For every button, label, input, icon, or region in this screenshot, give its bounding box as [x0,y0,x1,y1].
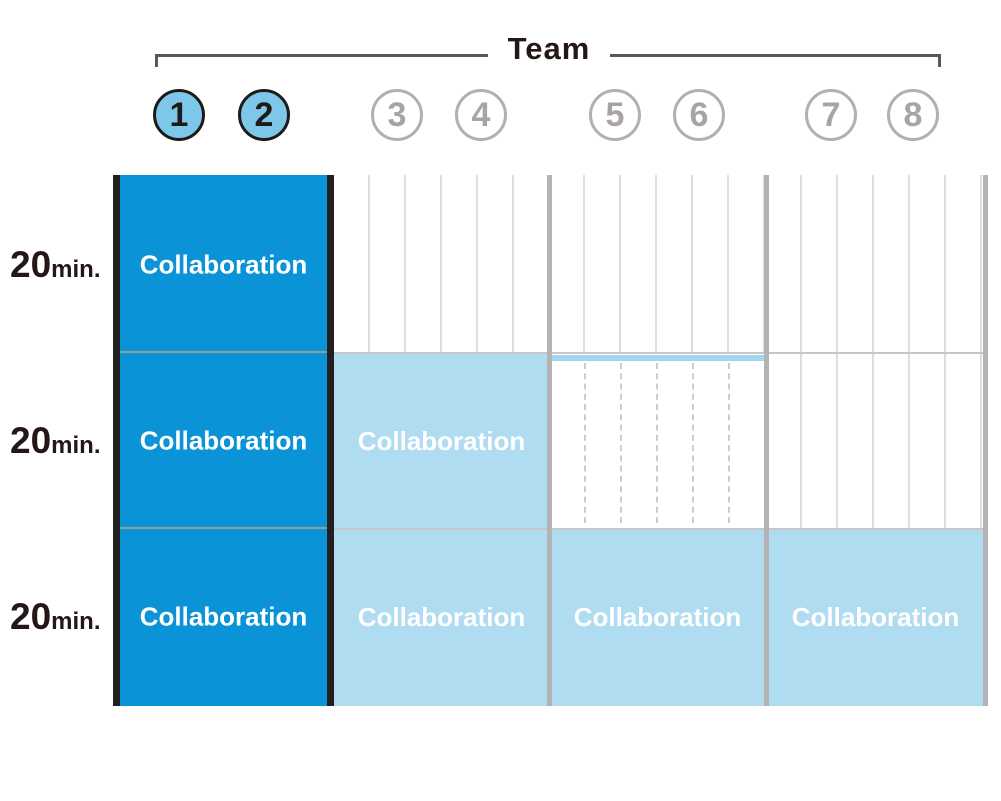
member-number: 5 [605,95,625,134]
time-value: 20 [10,596,52,637]
collaboration-column-members-1-2: Collaboration Collaboration Collaboratio… [113,175,334,706]
bracket-tick-right [938,54,941,67]
dashed-gridline [692,363,694,523]
group-separator-4-5 [547,175,552,706]
member-circle-8: 8 [887,89,939,141]
block-label: Collaboration [791,602,960,632]
bracket-tick-left [155,54,158,67]
member-circle-4: 4 [455,89,507,141]
block-label: Collaboration [573,602,742,632]
bracket-line-left [155,54,488,57]
time-unit: min. [51,608,101,635]
grid-cell-members-7-8-slot-2 [766,353,985,529]
team-title: Team [507,31,591,66]
member-number: 2 [254,95,274,134]
member-circle-7: 7 [805,89,857,141]
member-number: 1 [169,95,189,134]
grid-cell-members-3-4-slot-1 [334,175,549,353]
grid-cell-members-7-8-slot-1 [766,175,985,353]
collaboration-block-members-1-2-slot-3: Collaboration [139,601,308,632]
time-unit: min. [51,432,101,459]
collaboration-block-members-5-6-slot-3: Collaboration [549,529,766,706]
member-number: 8 [903,95,923,134]
member-circle-1: 1 [153,89,205,141]
collaboration-block-members-7-8-slot-3: Collaboration [766,529,985,706]
grid-right-edge [983,175,988,706]
time-unit: min. [51,256,101,283]
member-circle-6: 6 [673,89,725,141]
time-label-slot-2: 20min. [10,420,101,462]
bracket-line-right [610,54,941,57]
member-number: 7 [821,95,841,134]
member-number: 4 [471,95,491,134]
time-value: 20 [10,244,52,285]
grid-cell-members-5-6-slot-1 [549,175,766,353]
collaboration-block-members-1-2-slot-1: Collaboration [139,249,308,280]
time-label-slot-3: 20min. [10,596,101,638]
slot-divider-line [120,351,327,353]
member-number: 3 [387,95,407,134]
collaboration-block-members-3-4-slot-3: Collaboration [334,529,549,706]
group-separator-6-7 [764,175,769,706]
dashed-gridline [584,363,586,523]
member-circle-3: 3 [371,89,423,141]
block-label: Collaboration [357,425,526,456]
grid-cell-members-5-6-slot-2 [549,353,766,529]
time-label-slot-1: 20min. [10,244,101,286]
dashed-gridline [620,363,622,523]
member-circle-5: 5 [589,89,641,141]
member-number: 6 [689,95,709,134]
slot-divider-line [120,527,327,529]
dashed-gridline [656,363,658,523]
time-value: 20 [10,420,52,461]
member-circle-2: 2 [238,89,290,141]
collaboration-block-members-3-4-slot-2: Collaboration [334,353,549,529]
block-label: Collaboration [357,602,526,632]
dashed-gridline [728,363,730,523]
slot-boundary-line-2 [334,528,985,530]
slot-boundary-line-1 [334,352,985,354]
partial-collaboration-strip-members-5-6 [551,355,764,361]
collaboration-block-members-1-2-slot-2: Collaboration [139,425,308,456]
